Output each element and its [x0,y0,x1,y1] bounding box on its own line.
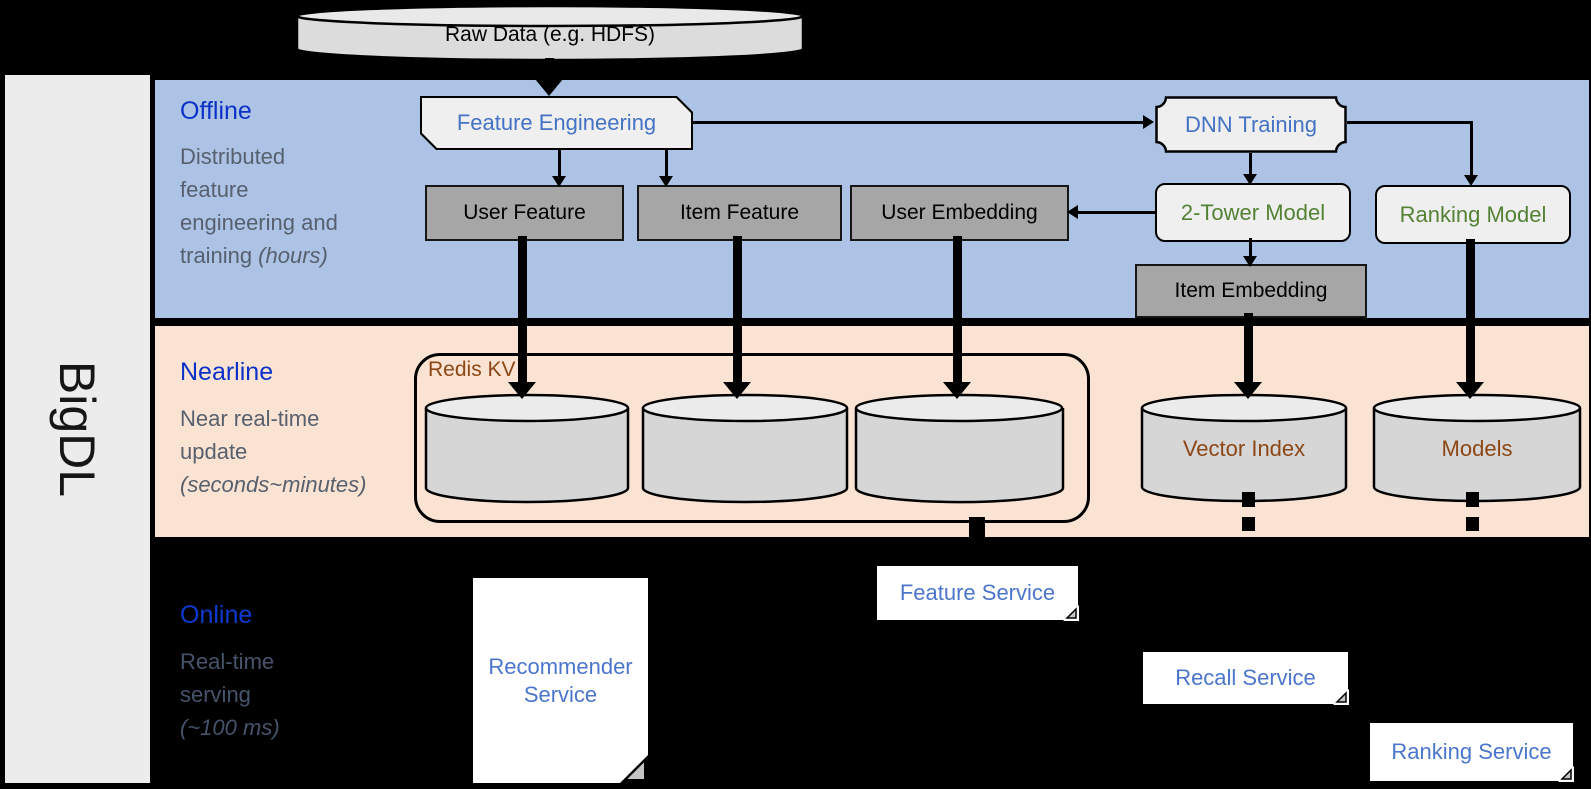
dashed-link-models-2 [1466,517,1479,531]
bigdl-sidebar: BigDL [5,75,150,783]
models-label: Models [1441,436,1513,461]
item-feature-node: Item Feature [637,185,842,241]
dnn-training-label: DNN Training [1184,111,1318,137]
pipehead-rankingmodel [1456,382,1484,399]
online-desc-text: Real-time serving [180,649,275,707]
arrow-fe-to-itemfeature [665,150,668,177]
pipehead-featureservice [954,537,1000,562]
arrow-fe-to-dnn [693,121,1144,124]
feature-service-node: Feature Service [877,566,1079,621]
user-feature-label: User Feature [463,201,586,224]
arrowhead-fe-to-dnn [1143,115,1154,129]
page-fold-icon [619,754,649,784]
arrowhead-twotower-to-itemembedding [1243,256,1257,267]
redis-cylinder-1 [424,393,630,504]
redis-kv-label: Redis KV [428,358,516,381]
item-feature-label: Item Feature [679,201,800,224]
arrow-dnn-to-rankingmodel-h [1347,121,1473,124]
nearline-description: Near real-time update (seconds~minutes) [180,402,440,501]
arrow-fe-to-userfeature [558,150,561,177]
vector-index-store: Vector Index [1140,392,1348,504]
pipe-itemembedding-to-vectorindex [1244,313,1253,383]
ranking-service-node: Ranking Service [1370,723,1574,782]
dnn-training-node: DNN Training [1155,96,1347,153]
user-embedding-label: User Embedding [881,201,1038,224]
nearline-desc-text: Near real-time update [180,406,320,464]
online-desc-note: (~100 ms) [180,715,280,740]
feature-engineering-label: Feature Engineering [422,98,691,148]
arrow-twotower-to-itemembedding [1249,238,1252,257]
cylinder-shape [295,4,805,62]
pipe-redis-to-featureservice [969,517,985,538]
page-fold-icon [1558,766,1574,782]
raw-data-store: Raw Data (e.g. HDFS) [295,4,805,62]
arrow-twotower-to-userembedding [1078,211,1155,214]
redis-cylinder-2 [641,393,849,504]
models-store: Models [1372,392,1582,504]
feature-engineering-node: Feature Engineering [420,96,693,150]
recall-service-node: Recall Service [1143,652,1349,705]
arrowhead-twotower-to-userembedding [1067,205,1078,219]
offline-description: Distributed feature engineering and trai… [180,140,430,272]
arrowhead-rawdata-to-fe [535,79,563,96]
pipehead-itemfeature [723,382,751,399]
pipehead-itemembedding [1234,382,1262,399]
raw-data-label: Raw Data (e.g. HDFS) [444,23,656,46]
pipehead-userfeature [508,382,536,399]
feature-service-label: Feature Service [899,580,1056,605]
arrow-rawdata-to-fe [545,58,554,80]
nearline-desc-note: (seconds~minutes) [180,472,367,497]
two-tower-model-label: 2-Tower Model [1180,199,1326,225]
bigdl-logo-text: BigDL [49,360,106,498]
dashed-link-models-1 [1466,492,1479,507]
dashed-link-vectorindex-1 [1242,492,1255,507]
ranking-model-label: Ranking Model [1399,201,1547,227]
recommender-service-label: Recommender Service [488,653,633,707]
user-embedding-node: User Embedding [850,185,1069,241]
pipe-rankingmodel-to-models [1466,239,1475,383]
offline-desc-text: Distributed feature engineering and trai… [180,144,338,268]
arrowhead-dnn-to-twotower [1243,174,1257,185]
offline-title: Offline [180,97,252,125]
arrow-dnn-to-rankingmodel-v [1470,121,1473,176]
arrow-dnn-to-twotower [1249,153,1252,175]
arrowhead-fe-to-itemfeature [659,176,673,187]
pipe-itemfeature-to-redis [733,236,742,383]
recall-service-label: Recall Service [1175,665,1316,690]
redis-cylinder-3 [854,393,1065,504]
two-tower-model-node: 2-Tower Model [1155,183,1351,242]
user-feature-node: User Feature [425,185,624,241]
page-fold-icon [1333,689,1349,705]
arrowhead-fe-to-userfeature [552,176,566,187]
item-embedding-node: Item Embedding [1135,264,1367,318]
pipe-userembedding-to-redis [953,236,962,383]
redis-kv-container [414,353,1090,523]
online-description: Real-time serving (~100 ms) [180,645,440,744]
ranking-service-label: Ranking Service [1391,739,1552,764]
nearline-title: Nearline [180,358,274,386]
pipehead-userembedding [943,382,971,399]
page-fold-icon [1063,605,1079,621]
arrowhead-dnn-to-rankingmodel [1464,175,1478,186]
item-embedding-label: Item Embedding [1174,279,1328,302]
offline-desc-note: (hours) [258,243,328,268]
recommender-service-node: Recommender Service [473,578,649,784]
dashed-link-vectorindex-2 [1242,517,1255,531]
pipe-userfeature-to-redis [518,236,527,383]
online-title: Online [180,601,253,629]
plaque-shape [1155,96,1347,153]
ranking-model-node: Ranking Model [1375,185,1571,244]
vector-index-label: Vector Index [1182,436,1306,461]
